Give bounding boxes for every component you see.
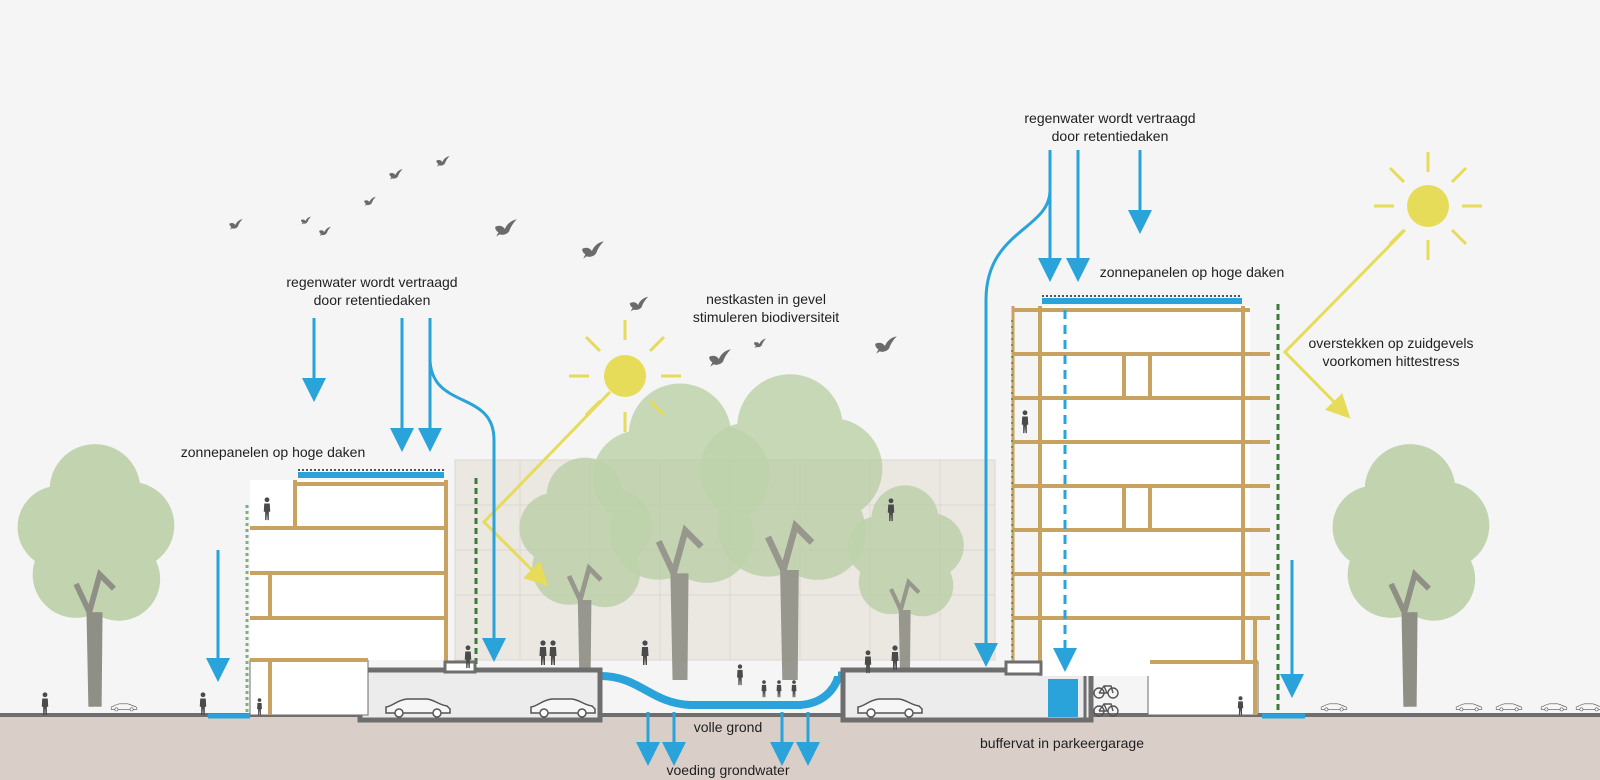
solar-panel-icon	[298, 472, 444, 478]
building-left	[245, 469, 478, 716]
label-rain-right: regenwater wordt vertraagd door retentie…	[1024, 110, 1196, 144]
retention-channel	[599, 672, 842, 709]
buffer-tank	[1048, 679, 1078, 717]
building-right	[1004, 295, 1280, 716]
sun-icon	[569, 320, 681, 432]
solar-panel-icon	[1042, 298, 1242, 304]
ground	[0, 715, 1600, 780]
label-overhang: overstekken op zuidgevels voorkomen hitt…	[1308, 335, 1474, 369]
label-groundwater: voeding grondwater	[666, 762, 790, 778]
label-solar-right: zonnepanelen op hoge daken	[1099, 264, 1285, 280]
sun-ray-arrow	[481, 228, 1407, 587]
label-solar-left: zonnepanelen op hoge daken	[180, 444, 366, 460]
parking-garage-left	[357, 667, 603, 723]
label-soil: volle grond	[693, 719, 763, 735]
label-buffer-tank: buffervat in parkeergarage	[980, 735, 1144, 751]
parking-garage-right	[840, 667, 1119, 723]
rain-arrow	[206, 150, 1304, 766]
label-nest-boxes: nestkasten in gevel stimuleren biodivers…	[692, 291, 840, 325]
label-rain-left: regenwater wordt vertraagd door retentie…	[286, 274, 458, 308]
